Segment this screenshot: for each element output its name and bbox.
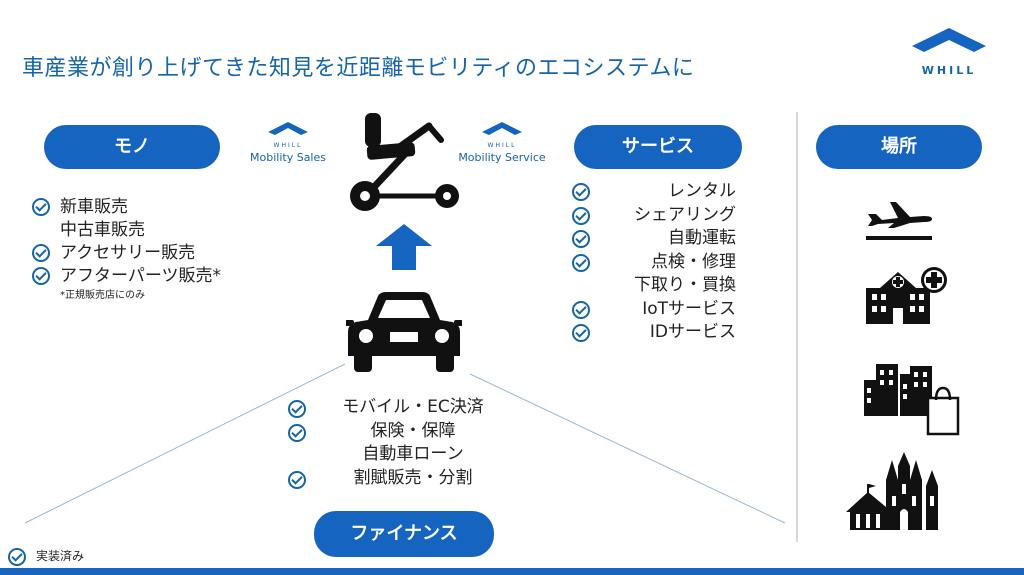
list-item: アクセサリー販売 <box>32 242 221 265</box>
list-item-label: IDサービス <box>649 322 736 342</box>
mobility-service-brand: WHILL <box>487 142 517 149</box>
check-icon <box>32 267 50 285</box>
list-item: 点検・修理 <box>572 251 736 275</box>
divider <box>796 112 798 542</box>
check-icon <box>32 198 50 216</box>
check-icon <box>288 470 306 489</box>
list-item-label: 自動車ローン <box>362 444 464 464</box>
list-item: 割賦販売・分割 <box>288 467 500 491</box>
wheelchair-icon <box>350 113 459 211</box>
legend-label: 実装済み <box>36 549 85 563</box>
list-item: レンタル <box>572 180 736 204</box>
mobility-sales-logo: WHILL Mobility Sales <box>248 118 328 164</box>
mobility-service-label: Mobility Service <box>458 151 546 164</box>
list-item-label: アクセサリー販売 <box>60 243 196 263</box>
list-item: 下取り・買換 <box>572 274 736 298</box>
triangle-lines <box>24 363 786 524</box>
check-icon <box>288 423 306 442</box>
list-item-label: 保険・保障 <box>370 420 456 441</box>
list-item-label: 新車販売 <box>60 197 128 217</box>
finance-pill: ファイナンス <box>314 511 494 557</box>
mobility-sales-brand: WHILL <box>273 142 303 149</box>
check-icon <box>572 300 590 319</box>
whill-logo-mark <box>912 28 986 52</box>
list-item: IDサービス <box>572 321 736 345</box>
list-item-label: モバイル・EC決済 <box>342 397 484 417</box>
list-item-label: 点検・修理 <box>651 251 736 272</box>
place-pill: 場所 <box>816 125 982 169</box>
whill-logo-text: WHILL <box>921 64 977 77</box>
airplane-icon <box>866 202 932 240</box>
check-icon <box>572 183 590 201</box>
list-item-label: 中古車販売 <box>60 220 145 240</box>
city-shopping-icon <box>864 364 960 436</box>
mobility-sales-label: Mobility Sales <box>250 151 326 164</box>
list-item: シェアリング <box>572 204 736 228</box>
service-list: レンタル シェアリング 自動運転 点検・修理 下取り・買換 IoTサービス ID… <box>572 180 736 345</box>
list-item: 新車販売 <box>32 196 221 219</box>
check-icon <box>572 230 590 248</box>
list-item-label: 割賦販売・分割 <box>353 467 473 488</box>
car-icon <box>346 292 462 372</box>
list-item-label: アフターパーツ販売* <box>60 266 221 286</box>
legend: 実装済み <box>8 547 84 566</box>
check-icon <box>572 324 590 342</box>
cathedral-circus-icon <box>846 452 938 530</box>
list-item-label: 自動運転 <box>668 228 736 248</box>
whill-mark-icon <box>268 122 308 135</box>
mono-list: 新車販売 中古車販売 アクセサリー販売 アフターパーツ販売* *正規販売店にのみ <box>32 196 221 304</box>
list-item-label: 下取り・買換 <box>634 275 736 295</box>
whill-logo: WHILL <box>908 28 990 78</box>
bottom-bar <box>0 568 1024 575</box>
list-item-label: レンタル <box>668 181 736 201</box>
hospital-icon <box>866 267 947 324</box>
check-icon <box>8 547 26 566</box>
check-icon <box>572 253 590 272</box>
service-pill: サービス <box>574 125 742 169</box>
list-item: 中古車販売 <box>32 219 221 242</box>
list-item-label: IoTサービス <box>642 298 736 319</box>
slide-title: 車産業が創り上げてきた知見を近距離モビリティのエコシステムに <box>22 56 695 81</box>
check-icon <box>288 400 306 418</box>
check-icon <box>32 244 50 262</box>
list-item: モバイル・EC決済 <box>288 396 500 420</box>
list-item: IoTサービス <box>572 298 736 322</box>
list-item: 保険・保障 <box>288 420 500 444</box>
list-item: 自動運転 <box>572 227 736 251</box>
list-item: アフターパーツ販売* <box>32 265 221 288</box>
finance-list: モバイル・EC決済 保険・保障 自動車ローン 割賦販売・分割 <box>288 396 500 490</box>
mobility-service-logo: WHILL Mobility Service <box>456 118 548 164</box>
list-item: 自動車ローン <box>288 443 500 467</box>
check-icon <box>572 206 590 225</box>
mono-note: *正規販売店にのみ <box>60 290 145 301</box>
list-item-label: シェアリング <box>634 204 736 225</box>
arrow-up-icon <box>376 224 432 270</box>
mono-pill: モノ <box>44 125 220 169</box>
whill-mark-icon <box>482 122 522 135</box>
